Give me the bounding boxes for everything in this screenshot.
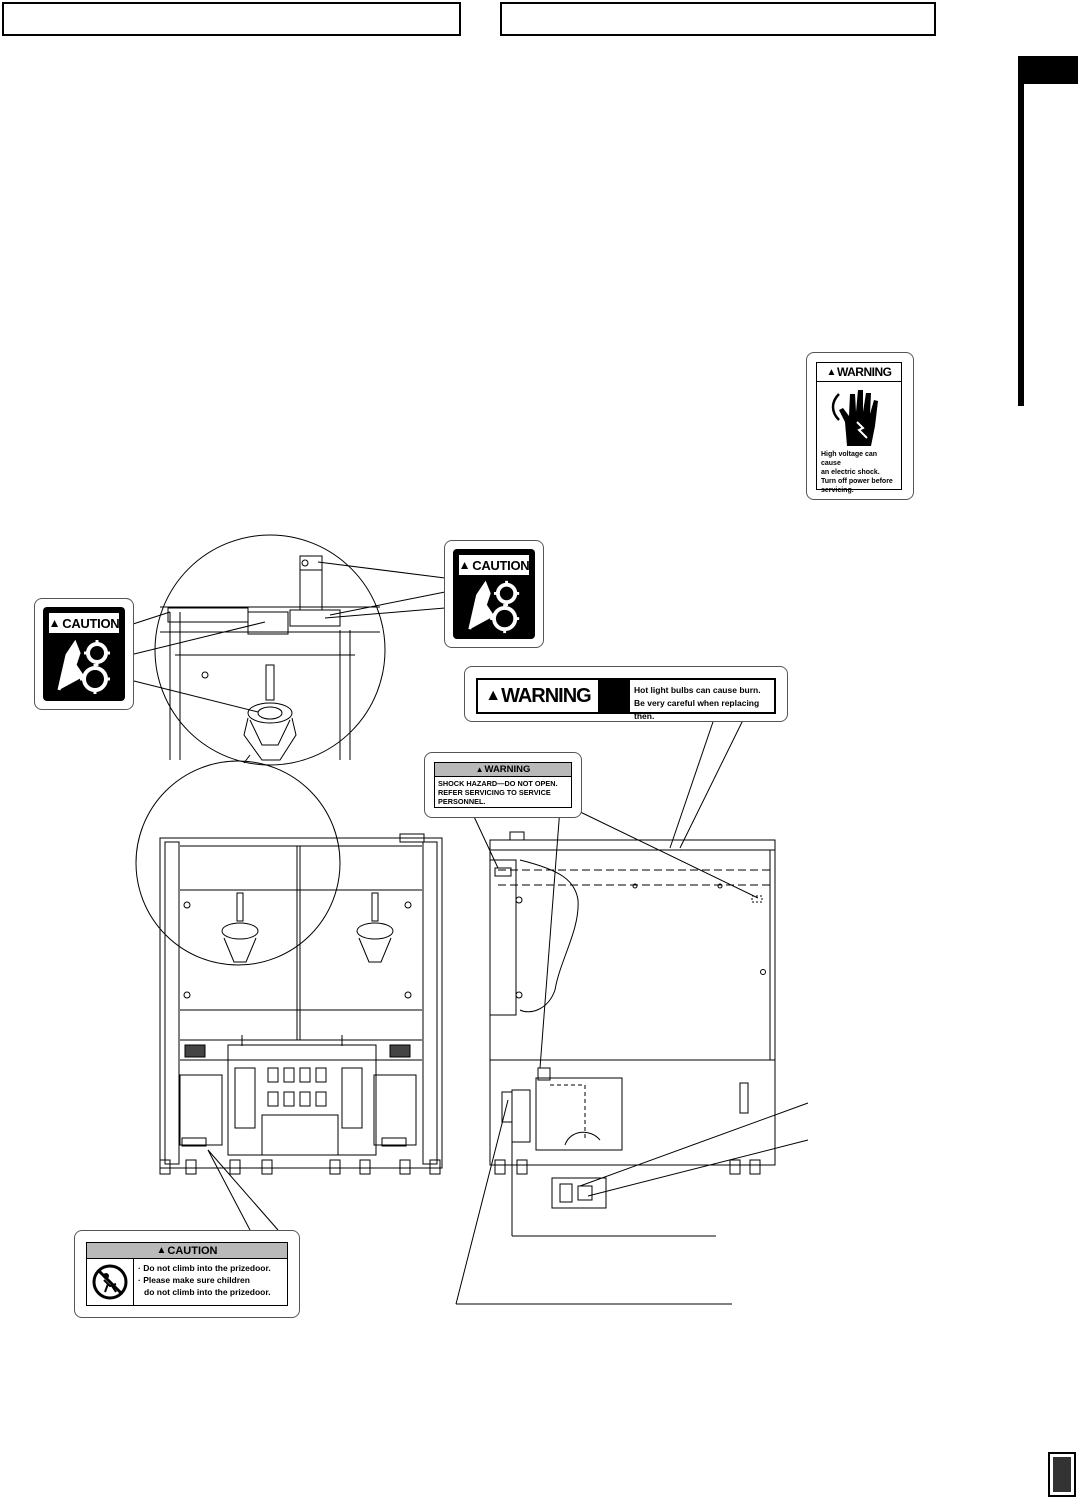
prize-door-title: CAUTION xyxy=(167,1244,218,1257)
high-voltage-line-4: servicing. xyxy=(821,487,854,494)
warning-triangle-icon: ▲ xyxy=(485,687,501,704)
header-box-left xyxy=(2,2,461,36)
caution-header: ▲CAUTION xyxy=(458,555,530,575)
warning-triangle-icon: ▲ xyxy=(156,1245,167,1256)
hot-bulb-warning-label: ▲WARNING Hot light bulbs can cause burn.… xyxy=(476,678,776,721)
hot-bulb-line-2: Be very careful when replacing then. xyxy=(634,698,760,721)
warning-triangle-icon: ▲ xyxy=(475,765,484,774)
caution-label-frame-left: ▲CAUTION xyxy=(34,598,134,710)
shock-hazard-line-2: REFER SERVICING TO SERVICE xyxy=(438,788,551,797)
warning-triangle-icon: ▲ xyxy=(48,616,61,630)
prize-door-caution-label: ▲CAUTION · Do not climb into the prizedo… xyxy=(86,1242,288,1306)
detail-magnifier-top xyxy=(154,534,386,766)
high-voltage-label: ▲WARNING High voltage can cause an elect… xyxy=(816,362,902,494)
prize-door-line-1: · Do not climb into the prizedoor. xyxy=(138,1263,271,1273)
high-voltage-line-2: an electric shock. xyxy=(821,469,880,476)
prize-door-line-3: do not climb into the prizedoor. xyxy=(144,1287,271,1297)
electric-shock-hand-icon xyxy=(831,390,878,446)
no-climbing-child-icon xyxy=(92,1264,128,1300)
side-cabinet xyxy=(489,839,776,1166)
shock-hazard-line-3: PERSONNEL. xyxy=(438,797,486,806)
caution-header: ▲CAUTION xyxy=(48,613,120,633)
shock-hazard-line-1: SHOCK HAZARD—DO NOT OPEN. xyxy=(438,779,558,788)
page-corner-tab[interactable] xyxy=(1048,1452,1076,1497)
warning-triangle-icon: ▲ xyxy=(826,366,837,378)
hand-caught-in-gears-icon xyxy=(57,639,110,694)
high-voltage-line-1: High voltage can cause xyxy=(821,451,878,467)
hot-bulb-line-1: Hot light bulbs can cause burn. xyxy=(634,685,761,695)
shock-hazard-label: ▲WARNING SHOCK HAZARD—DO NOT OPEN. REFER… xyxy=(434,762,572,808)
warning-triangle-icon: ▲ xyxy=(458,558,471,572)
shock-hazard-title: WARNING xyxy=(484,764,531,775)
high-voltage-line-3: Turn off power before xyxy=(821,478,893,485)
front-cabinet xyxy=(159,837,443,1169)
chapter-tab[interactable] xyxy=(1022,56,1078,84)
caution-label-frame-right: ▲CAUTION xyxy=(444,540,544,648)
hot-surface-hand-icon xyxy=(600,680,630,712)
detail-magnifier-lower xyxy=(135,760,341,966)
warning-heading: ▲WARNING xyxy=(817,363,901,382)
header-box-right xyxy=(500,2,936,36)
prize-door-line-2: · Please make sure children xyxy=(138,1275,250,1285)
hand-caught-in-gears-icon xyxy=(468,580,520,634)
chapter-bar xyxy=(1018,56,1024,406)
warning-heading: ▲WARNING xyxy=(478,680,600,712)
